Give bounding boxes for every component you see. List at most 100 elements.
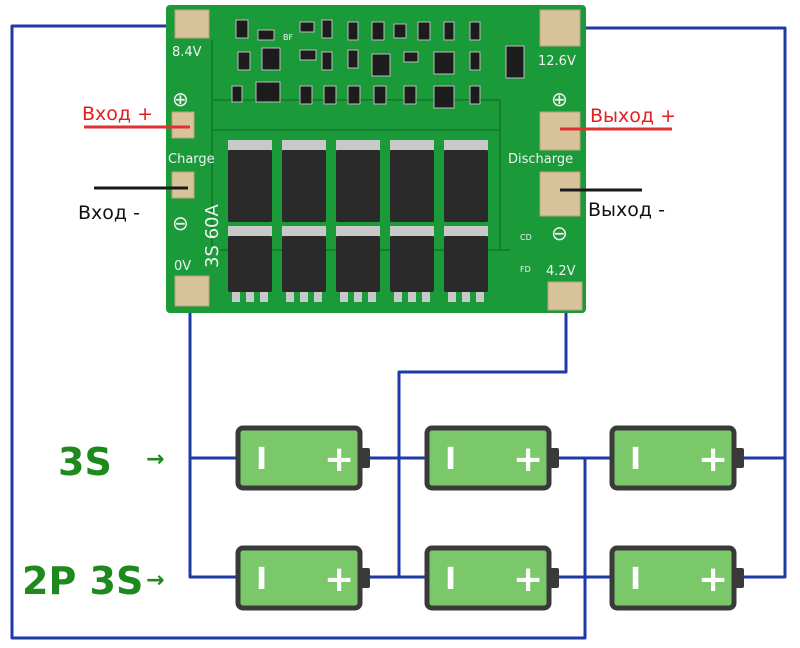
smd-component bbox=[433, 85, 455, 109]
annotation-output-minus: Выход - bbox=[588, 199, 665, 221]
smd-component bbox=[371, 21, 385, 41]
smd-component bbox=[299, 49, 317, 61]
battery-array: I+I+I+I+I+I+ bbox=[235, 425, 744, 611]
smd-component bbox=[299, 85, 313, 105]
mosfet-array bbox=[228, 140, 488, 302]
smd-component bbox=[237, 51, 251, 71]
smd-component bbox=[505, 45, 525, 79]
mosfet-tab bbox=[444, 226, 488, 236]
mosfet-tab bbox=[228, 226, 272, 236]
battery-cell: I+ bbox=[235, 425, 370, 491]
label-charge: Charge bbox=[168, 152, 215, 167]
smd-component bbox=[373, 85, 387, 105]
annotation-input-minus: Вход - bbox=[78, 202, 140, 224]
mosfet-tab bbox=[336, 140, 380, 150]
mosfet-tab bbox=[228, 140, 272, 150]
smd-component bbox=[403, 85, 417, 105]
battery-minus-icon: I bbox=[256, 562, 267, 597]
mosfet-tab bbox=[282, 140, 326, 150]
label-0v: 0V bbox=[174, 259, 191, 274]
mosfet-bottom bbox=[282, 236, 326, 292]
smd-component bbox=[321, 19, 333, 39]
battery-plus-icon: + bbox=[324, 559, 354, 600]
mosfet-leg bbox=[476, 292, 484, 302]
plus-icon-left: ⊕ bbox=[172, 87, 189, 111]
mosfet-leg bbox=[300, 292, 308, 302]
mosfet-leg bbox=[422, 292, 430, 302]
mosfet-tab bbox=[390, 226, 434, 236]
annotation-input-plus: Вход + bbox=[82, 103, 153, 125]
battery-terminal bbox=[734, 448, 744, 468]
mosfet-top bbox=[282, 150, 326, 222]
label-fd: FD bbox=[520, 265, 531, 274]
battery-minus-icon: I bbox=[445, 562, 456, 597]
smd-component bbox=[371, 53, 391, 77]
label-discharge: Discharge bbox=[508, 152, 573, 167]
mosfet-top bbox=[228, 150, 272, 222]
battery-terminal bbox=[549, 568, 559, 588]
battery-plus-icon: + bbox=[698, 439, 728, 480]
smd-component bbox=[417, 21, 431, 41]
smd-component bbox=[321, 51, 333, 71]
mosfet-leg bbox=[232, 292, 240, 302]
smd-component bbox=[469, 85, 481, 105]
pad-plus-right bbox=[539, 111, 581, 151]
mosfet-top bbox=[336, 150, 380, 222]
annotation-output-plus: Выход + bbox=[590, 105, 676, 127]
wire-12v6-right bbox=[560, 26, 787, 579]
smd-component bbox=[231, 85, 243, 103]
smd-components bbox=[231, 19, 525, 109]
bms-board: 8.4V 12.6V Charge Discharge 0V 4.2V ⊕ ⊖ … bbox=[166, 5, 586, 313]
smd-component bbox=[433, 51, 455, 75]
smd-component bbox=[443, 21, 455, 41]
battery-terminal bbox=[360, 448, 370, 468]
row-label-2p3s: 2P 3S bbox=[22, 559, 143, 603]
arrow-icon-row2: → bbox=[146, 568, 164, 593]
label-4v2: 4.2V bbox=[546, 264, 576, 279]
mosfet-leg bbox=[286, 292, 294, 302]
mosfet-tab bbox=[444, 140, 488, 150]
mosfet-bottom bbox=[390, 236, 434, 292]
mosfet-bottom bbox=[444, 236, 488, 292]
mosfet-leg bbox=[368, 292, 376, 302]
pad-12v6 bbox=[539, 9, 581, 47]
label-cd: CD bbox=[520, 233, 532, 242]
smd-component bbox=[469, 51, 481, 71]
battery-minus-icon: I bbox=[256, 442, 267, 477]
battery-plus-icon: + bbox=[513, 439, 543, 480]
battery-cell: I+ bbox=[609, 545, 744, 611]
arrow-icon-row1: → bbox=[146, 447, 164, 472]
mosfet-tab bbox=[336, 226, 380, 236]
smd-component bbox=[393, 23, 407, 39]
mosfet-leg bbox=[354, 292, 362, 302]
wire-4v2-down bbox=[397, 292, 568, 577]
mosfet-leg bbox=[462, 292, 470, 302]
smd-component bbox=[469, 21, 481, 41]
smd-component bbox=[235, 19, 249, 39]
annotation-leads bbox=[84, 125, 672, 192]
smd-component bbox=[403, 51, 419, 63]
pad-0v bbox=[174, 275, 210, 307]
smd-component bbox=[299, 21, 315, 33]
label-8v4: 8.4V bbox=[172, 45, 202, 60]
mosfet-bottom bbox=[336, 236, 380, 292]
wire-8v4-loop bbox=[10, 24, 587, 640]
smd-component bbox=[255, 81, 281, 103]
battery-plus-icon: + bbox=[324, 439, 354, 480]
minus-icon-left: ⊖ bbox=[172, 211, 189, 235]
mosfet-leg bbox=[408, 292, 416, 302]
battery-terminal bbox=[734, 568, 744, 588]
mosfet-leg bbox=[448, 292, 456, 302]
wire-0v-down bbox=[188, 292, 238, 579]
smd-component bbox=[347, 21, 359, 41]
battery-cell: I+ bbox=[424, 545, 559, 611]
pad-minus-left bbox=[171, 171, 195, 199]
board-pads bbox=[171, 9, 583, 311]
plus-icon-right: ⊕ bbox=[551, 87, 568, 111]
smd-component bbox=[347, 85, 361, 105]
mosfet-leg bbox=[340, 292, 348, 302]
smd-component bbox=[261, 47, 281, 71]
smd-component bbox=[257, 29, 275, 41]
mosfet-tab bbox=[282, 226, 326, 236]
